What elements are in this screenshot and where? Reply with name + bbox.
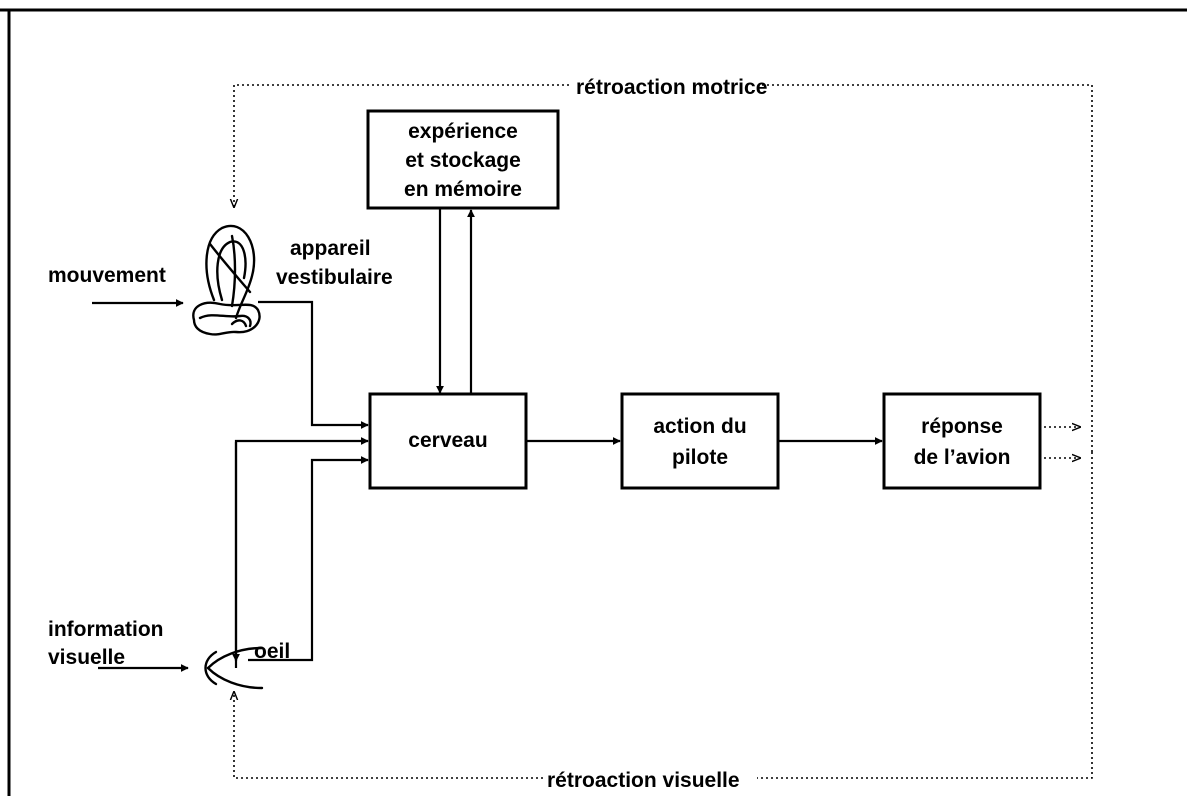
memory-label-line3: en mémoire bbox=[404, 178, 522, 201]
visual-info-label-line2: visuelle bbox=[48, 646, 125, 669]
movement-label: mouvement bbox=[48, 264, 166, 287]
visual-feedback-path bbox=[234, 452, 1092, 778]
pilot-action-label-line1: action du bbox=[653, 415, 746, 438]
vestibular-to-brain-arrow bbox=[258, 302, 368, 425]
eye-upper-to-brain-arrow bbox=[236, 441, 368, 668]
inner-ear-icon bbox=[193, 226, 259, 335]
eye-label: oeil bbox=[254, 640, 290, 663]
visual-info-label-line1: information bbox=[48, 618, 164, 641]
aircraft-response-label-line2: de l’avion bbox=[914, 446, 1011, 469]
motor-feedback-label: rétroaction motrice bbox=[576, 76, 767, 99]
brain-label: cerveau bbox=[408, 429, 487, 452]
visual-feedback-label: rétroaction visuelle bbox=[547, 769, 740, 792]
memory-label-line2: et stockage bbox=[405, 149, 521, 172]
memory-label-line1: expérience bbox=[408, 120, 518, 143]
pilot-action-box bbox=[622, 394, 778, 488]
aircraft-response-label-line1: réponse bbox=[921, 415, 1003, 438]
vestibular-label-line1: appareil bbox=[290, 237, 371, 260]
eye-to-brain-arrow bbox=[248, 460, 368, 660]
aircraft-response-box bbox=[884, 394, 1040, 488]
pilot-action-label-line2: pilote bbox=[672, 446, 728, 469]
vestibular-label-line2: vestibulaire bbox=[276, 266, 393, 289]
